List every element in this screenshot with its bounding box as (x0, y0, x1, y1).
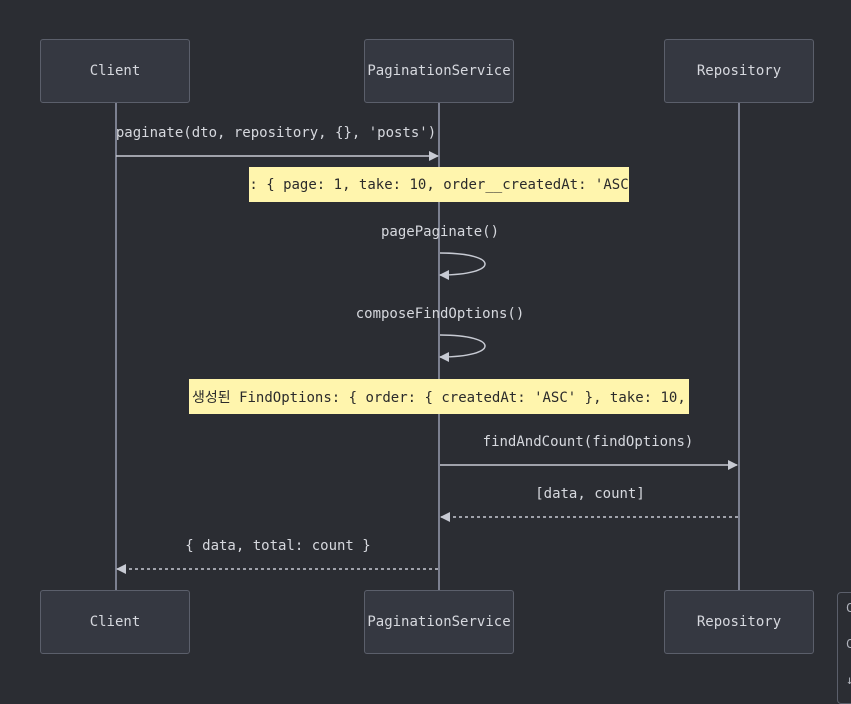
participant-client-top: Client (40, 39, 190, 103)
message-findandcount: findAndCount(findOptions) (482, 434, 694, 450)
participant-label: Client (89, 614, 141, 630)
note-dto-text: DTO: { page: 1, take: 10, order__created… (249, 176, 629, 193)
message-data-count: [data, count] (535, 486, 645, 502)
arrow-self-composefindoptions (439, 334, 486, 362)
participant-label: Repository (696, 614, 782, 630)
participant-label: PaginationService (367, 63, 511, 79)
repository-lifeline (738, 103, 740, 590)
side-panel-line: C (846, 601, 851, 615)
note-dto: DTO: { page: 1, take: 10, order__created… (249, 167, 629, 202)
participant-service-top: PaginationService (364, 39, 514, 103)
participant-service-bottom: PaginationService (364, 590, 514, 654)
participant-repository-top: Repository (664, 39, 814, 103)
arrow-self-pagepaginate (439, 252, 486, 280)
participant-repository-bottom: Repository (664, 590, 814, 654)
side-panel-line: ↓ (846, 673, 851, 687)
message-pagepaginate: pagePaginate() (380, 224, 500, 240)
service-lifeline (438, 103, 440, 590)
participant-label: Repository (696, 63, 782, 79)
participant-label: PaginationService (367, 614, 511, 630)
note-findoptions: 생성된 FindOptions: { order: { createdAt: '… (189, 379, 689, 414)
side-panel[interactable]: C C ↓ (837, 592, 851, 704)
note-findoptions-text: 생성된 FindOptions: { order: { createdAt: '… (192, 389, 689, 406)
message-composefindoptions: composeFindOptions() (355, 306, 525, 322)
participant-label: Client (89, 63, 141, 79)
message-return-total: { data, total: count } (185, 538, 371, 554)
message-paginate: paginate(dto, repository, {}, 'posts') (115, 125, 437, 141)
participant-client-bottom: Client (40, 590, 190, 654)
side-panel-line: C (846, 637, 851, 651)
client-lifeline (115, 103, 117, 590)
